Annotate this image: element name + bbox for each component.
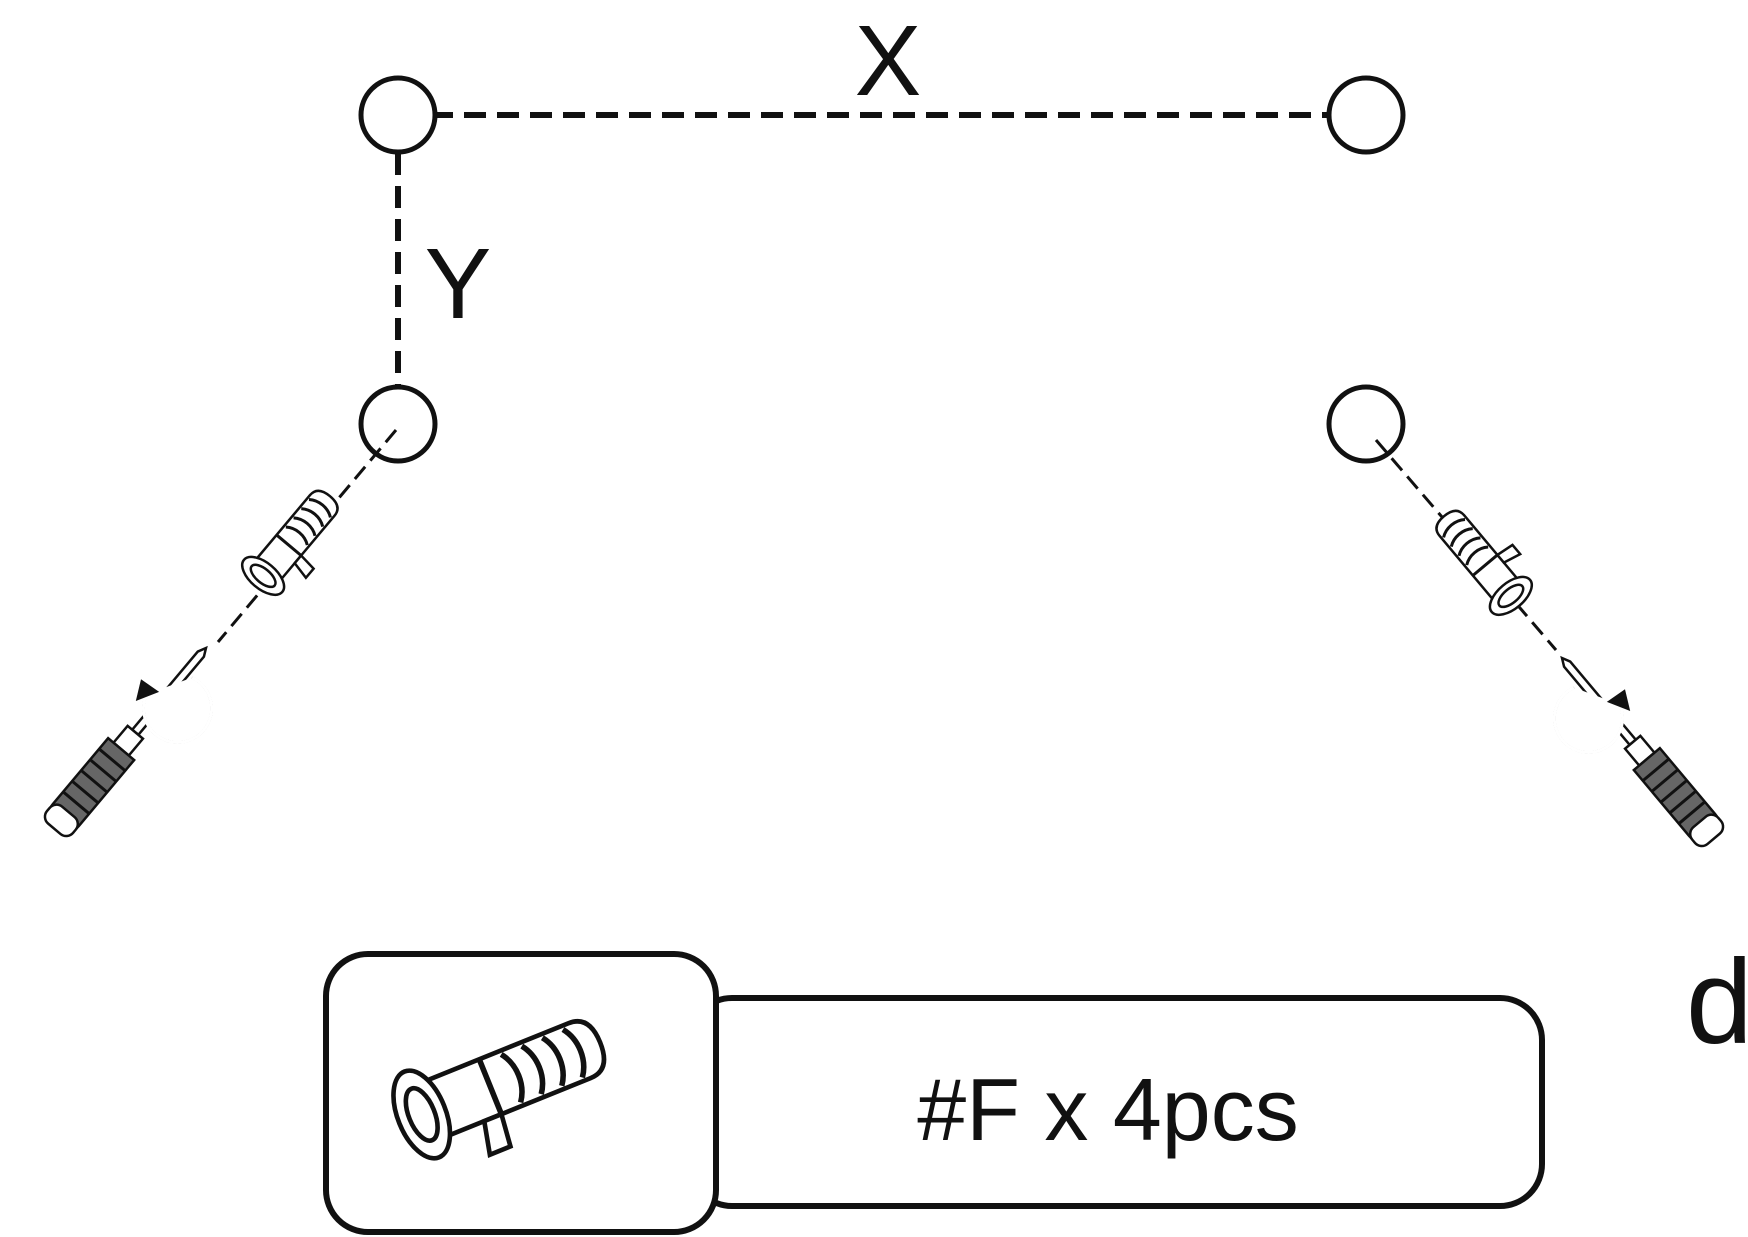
step-letter: d [1686,935,1748,1069]
guide-line-right [1374,439,1558,651]
x-dimension-label: X [855,5,922,117]
guide-line-left [216,429,398,643]
parts-quantity-text: #F x 4pcs [917,1060,1298,1159]
y-dimension-label: Y [425,228,492,340]
wall-anchor-icon [234,478,358,610]
wall-anchor-icon [1423,492,1547,624]
hole-bottom-right [1326,384,1406,464]
hole-bottom-left [358,384,438,464]
hole-top-right [1326,75,1406,155]
hole-top-left [358,75,438,155]
